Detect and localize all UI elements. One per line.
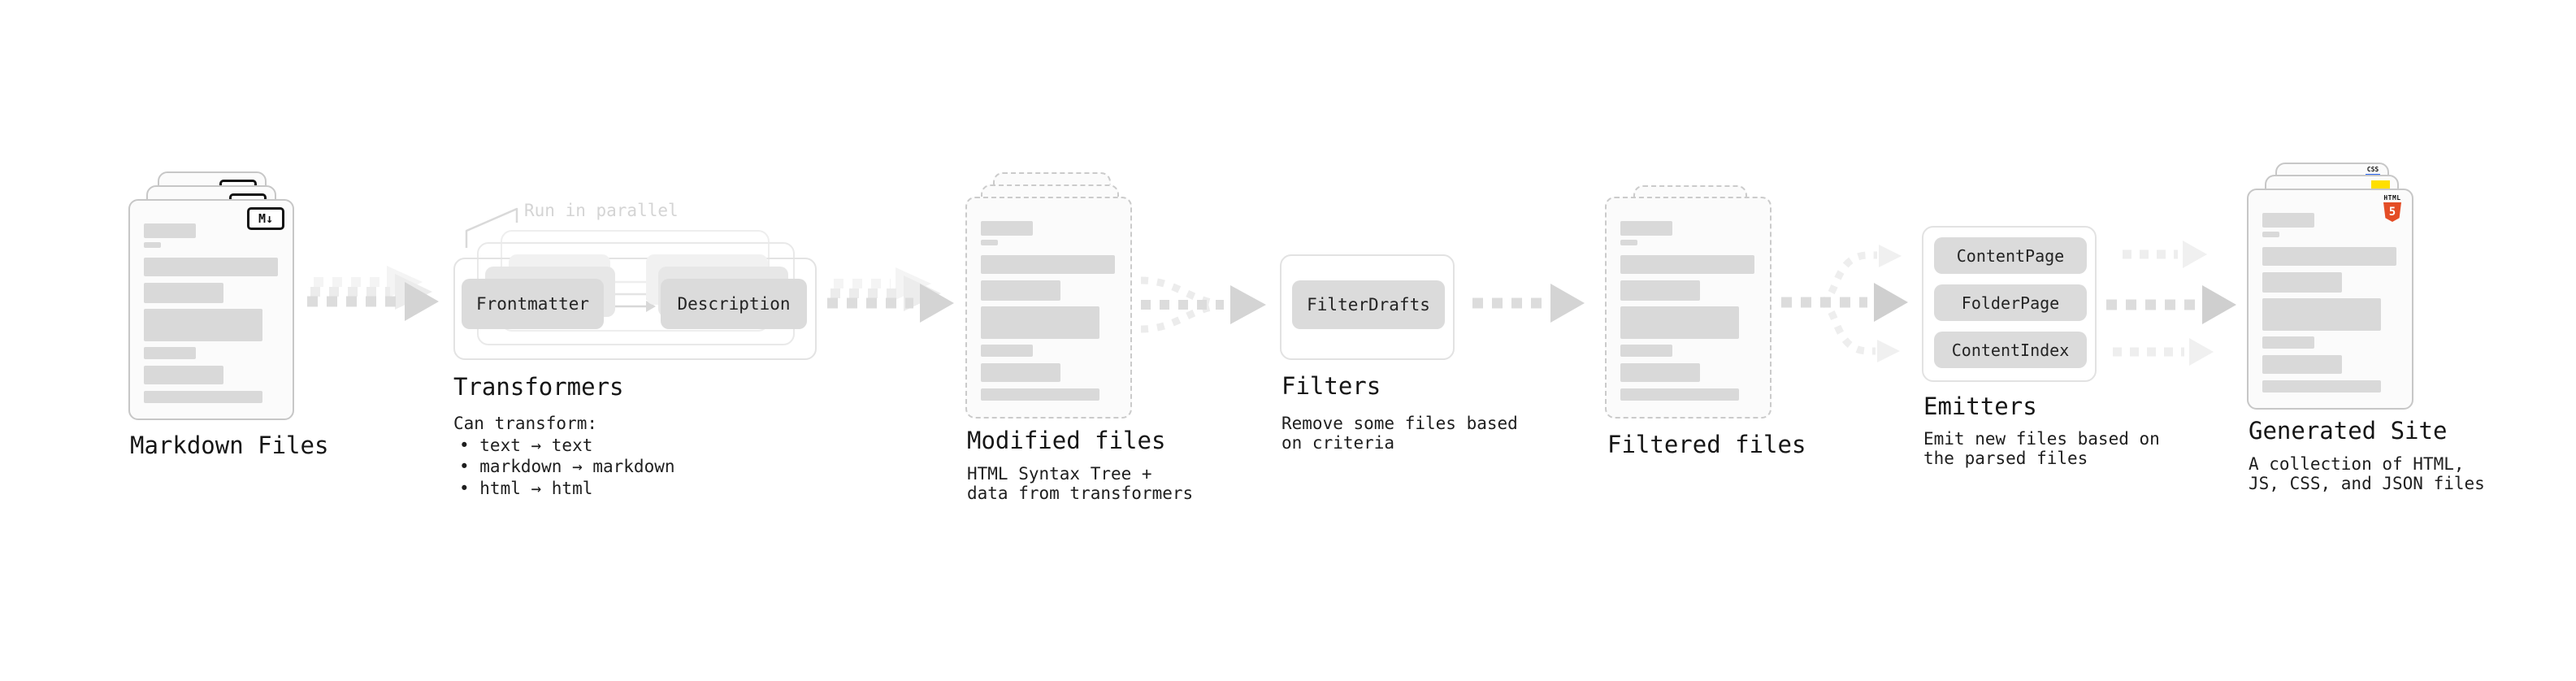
text-line-bar — [981, 306, 1099, 339]
text-line-bar — [1620, 280, 1700, 301]
text-line-bar — [2262, 298, 2381, 331]
text-line-bar — [144, 223, 196, 238]
text-line-bar — [144, 366, 223, 384]
transform-bullet: • text → text — [459, 435, 593, 455]
html5-shield: 5 — [2383, 202, 2401, 222]
document-text-bars — [981, 221, 1115, 401]
description-line: Remove some files based — [1281, 414, 1518, 433]
description-line: A collection of HTML, — [2249, 454, 2465, 474]
js-file-icon — [2371, 180, 2390, 189]
generated-site-description: A collection of HTML, JS, CSS, and JSON … — [2249, 454, 2485, 493]
text-line-bar — [1620, 306, 1739, 339]
css-label: CSS — [2366, 166, 2379, 173]
text-line-bar — [2262, 232, 2279, 237]
text-line-bar — [1620, 363, 1700, 382]
arrow-filtered-to-emitters-fanout — [1781, 245, 1908, 362]
stage-title-filtered-files: Filtered files — [1607, 431, 1806, 458]
text-line-bar — [981, 240, 998, 245]
text-line-bar — [144, 391, 262, 403]
description-box: Description — [661, 279, 807, 329]
arrow-filters-to-filtered — [1472, 284, 1585, 323]
text-line-bar — [981, 345, 1033, 357]
text-line-bar — [2262, 213, 2314, 228]
stage-title-modified-files: Modified files — [967, 427, 1166, 454]
stage-title-transformers: Transformers — [453, 373, 624, 401]
emitter-box-content-page: ContentPage — [1934, 237, 2087, 274]
text-line-bar — [2262, 336, 2314, 349]
filtered-card-front — [1605, 197, 1772, 419]
text-line-bar — [1620, 221, 1672, 236]
transformer-container-front — [453, 258, 817, 360]
text-line-bar — [144, 242, 161, 248]
can-transform-heading: Can transform: — [453, 414, 598, 433]
stage-title-generated-site: Generated Site — [2249, 417, 2448, 445]
modified-files-description: HTML Syntax Tree + data from transformer… — [967, 464, 1193, 503]
filter-drafts-box: FilterDrafts — [1292, 280, 1445, 329]
emitters-container: ContentPage FolderPage ContentIndex — [1922, 226, 2097, 382]
markdown-icon: M↓ — [247, 207, 284, 230]
emitter-box-folder-page: FolderPage — [1934, 284, 2087, 321]
stage-title-emitters: Emitters — [1923, 393, 2037, 420]
html5-label: HTML — [2383, 194, 2401, 202]
document-text-bars — [1620, 221, 1754, 401]
emitter-box-content-index: ContentIndex — [1934, 332, 2087, 368]
frontmatter-box: Frontmatter — [462, 279, 604, 329]
text-line-bar — [2262, 247, 2396, 266]
text-line-bar — [1620, 255, 1754, 274]
transform-bullet: • markdown → markdown — [459, 457, 675, 476]
text-line-bar — [981, 255, 1115, 274]
text-line-bar — [2262, 380, 2381, 393]
annotation-leader-line — [465, 207, 518, 248]
document-text-bars — [2262, 213, 2396, 393]
text-line-bar — [2262, 355, 2342, 374]
arrow-markdown-to-transformers — [307, 266, 439, 321]
filters-container: FilterDrafts — [1280, 254, 1455, 360]
text-line-bar — [2262, 272, 2342, 293]
text-line-bar — [1620, 240, 1637, 245]
arrow-emitters-to-generated — [2106, 241, 2236, 366]
description-line: on criteria — [1281, 433, 1395, 453]
run-in-parallel-annotation: Run in parallel — [524, 201, 679, 220]
text-line-bar — [1620, 388, 1739, 401]
text-line-bar — [144, 283, 223, 303]
markdown-card-front: M↓ — [128, 199, 294, 420]
arrow-transformers-to-modified — [827, 267, 954, 323]
html5-icon: HTML 5 — [2383, 194, 2402, 222]
transform-bullet: • html → html — [459, 478, 593, 498]
description-line: HTML Syntax Tree + — [967, 464, 1152, 484]
text-line-bar — [981, 363, 1060, 382]
stage-title-markdown-files: Markdown Files — [130, 432, 329, 459]
description-line: Emit new files based on — [1923, 429, 2160, 449]
text-line-bar — [144, 309, 262, 341]
description-line: JS, CSS, and JSON files — [2249, 474, 2485, 493]
html5-number: 5 — [2388, 206, 2396, 219]
emitters-description: Emit new files based on the parsed files — [1923, 429, 2160, 468]
text-line-bar — [1620, 345, 1672, 357]
description-line: the parsed files — [1923, 449, 2088, 468]
text-line-bar — [144, 258, 278, 276]
generated-card-front: HTML 5 — [2247, 189, 2413, 410]
arrow-modified-to-filters-merge — [1140, 276, 1266, 333]
description-line: data from transformers — [967, 484, 1194, 503]
document-text-bars — [144, 223, 278, 403]
text-line-bar — [981, 221, 1033, 236]
text-line-bar — [981, 388, 1099, 401]
text-line-bar — [144, 347, 196, 359]
text-line-bar — [981, 280, 1060, 301]
transformers-description: Can transform: • text → text • markdown … — [453, 413, 675, 499]
filters-description: Remove some files based on criteria — [1281, 414, 1518, 453]
modified-card-front — [965, 197, 1132, 419]
stage-title-filters: Filters — [1281, 372, 1381, 400]
